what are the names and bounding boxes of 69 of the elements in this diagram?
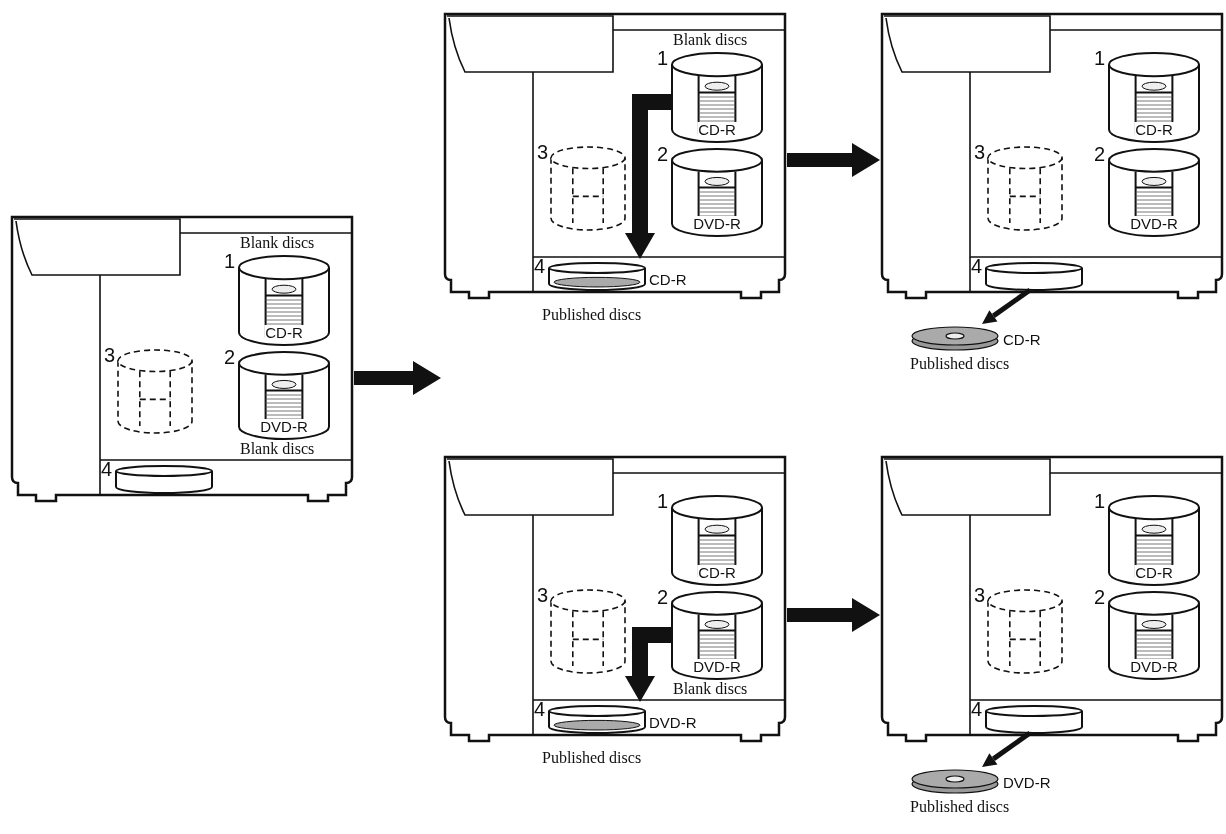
callout-number: 1: [1094, 491, 1106, 511]
caption-text: Blank discs: [673, 31, 748, 48]
disc-bin: [117, 349, 193, 433]
arrow: [787, 598, 880, 632]
disc-bin: [238, 255, 330, 345]
disc-type-label: CD-R: [697, 565, 737, 581]
callout-number: 3: [104, 345, 116, 365]
disc-type-label: CD-R: [648, 272, 688, 288]
disc-bin: [1108, 148, 1200, 236]
arrow: [625, 627, 671, 702]
callout-number: 2: [657, 587, 669, 607]
disc-bin: [238, 351, 330, 439]
callout-number: 4: [101, 459, 113, 479]
disc-type-label: CD-R: [264, 325, 304, 341]
output-tray: [985, 262, 1083, 290]
caption-text: Published discs: [542, 749, 642, 766]
caption-text: Published discs: [542, 306, 642, 323]
disc-bin: [987, 146, 1063, 230]
disc-type-label: DVD-R: [692, 659, 742, 675]
output-tray: [115, 465, 213, 493]
arrow: [982, 730, 1032, 767]
callout-number: 2: [1094, 587, 1106, 607]
disc-type-label: DVD-R: [1129, 216, 1179, 232]
output-tray: [985, 705, 1083, 733]
disc-type-label: DVD-R: [648, 715, 698, 731]
callout-number: 3: [537, 142, 549, 162]
arrow: [982, 287, 1032, 324]
disc-bin: [550, 589, 626, 673]
arrow: [625, 94, 671, 259]
disc-type-label: DVD-R: [1002, 775, 1052, 791]
disc-bin: [1108, 52, 1200, 142]
disc-bin: [987, 589, 1063, 673]
disc-bin: [550, 146, 626, 230]
disc-bin: [1108, 591, 1200, 679]
disc-type-label: CD-R: [1134, 565, 1174, 581]
arrow: [787, 143, 880, 177]
disc-type-label: DVD-R: [259, 419, 309, 435]
caption-text: Blank discs: [240, 234, 315, 251]
arrow: [354, 361, 441, 395]
caption-text: Blank discs: [240, 440, 315, 457]
callout-number: 3: [974, 585, 986, 605]
callout-number: 2: [1094, 144, 1106, 164]
callout-number: 1: [224, 251, 236, 271]
disc-bin: [671, 52, 763, 142]
callout-number: 3: [974, 142, 986, 162]
callout-number: 4: [534, 699, 546, 719]
callout-number: 1: [1094, 48, 1106, 68]
callout-number: 2: [224, 347, 236, 367]
disc-bin: [671, 495, 763, 585]
disc-type-label: CD-R: [697, 122, 737, 138]
output-tray: [548, 262, 689, 290]
output-tray: [548, 705, 699, 733]
callout-number: 4: [971, 256, 983, 276]
callout-number: 4: [971, 699, 983, 719]
disc-bin: [671, 148, 763, 236]
disc-bin: [671, 591, 763, 679]
disc-type-label: CD-R: [1134, 122, 1174, 138]
caption-text: Published discs: [910, 355, 1010, 372]
callout-number: 1: [657, 491, 669, 511]
callout-number: 4: [534, 256, 546, 276]
callout-number: 3: [537, 585, 549, 605]
disc-type-label: DVD-R: [1129, 659, 1179, 675]
caption-text: Blank discs: [673, 680, 748, 697]
disc-type-label: CD-R: [1002, 332, 1042, 348]
disc-type-label: DVD-R: [692, 216, 742, 232]
callout-number: 2: [657, 144, 669, 164]
caption-text: Published discs: [910, 798, 1010, 815]
disc-bin: [1108, 495, 1200, 585]
callout-number: 1: [657, 48, 669, 68]
